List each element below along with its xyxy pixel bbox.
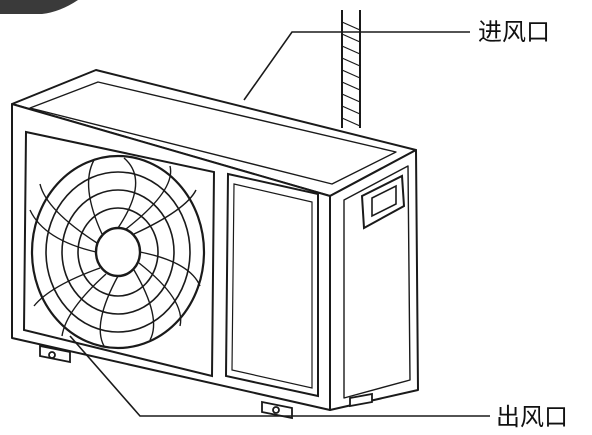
corner-tab: [0, 0, 78, 14]
outlet-label: 出风口: [496, 403, 568, 431]
fan-hub: [94, 226, 142, 278]
inlet-leader-line: [243, 31, 470, 101]
leader-lines: [69, 31, 490, 417]
vertical-pipe: [341, 10, 361, 128]
mounting-feet: [39, 344, 373, 420]
side-handle: [360, 174, 406, 230]
inlet-label: 进风口: [478, 18, 550, 46]
side-panel: [329, 149, 419, 411]
front-service-panel: [224, 172, 319, 398]
foot-side: [349, 392, 373, 408]
fan-grille: [22, 130, 216, 378]
outlet-leader-line: [69, 335, 490, 417]
